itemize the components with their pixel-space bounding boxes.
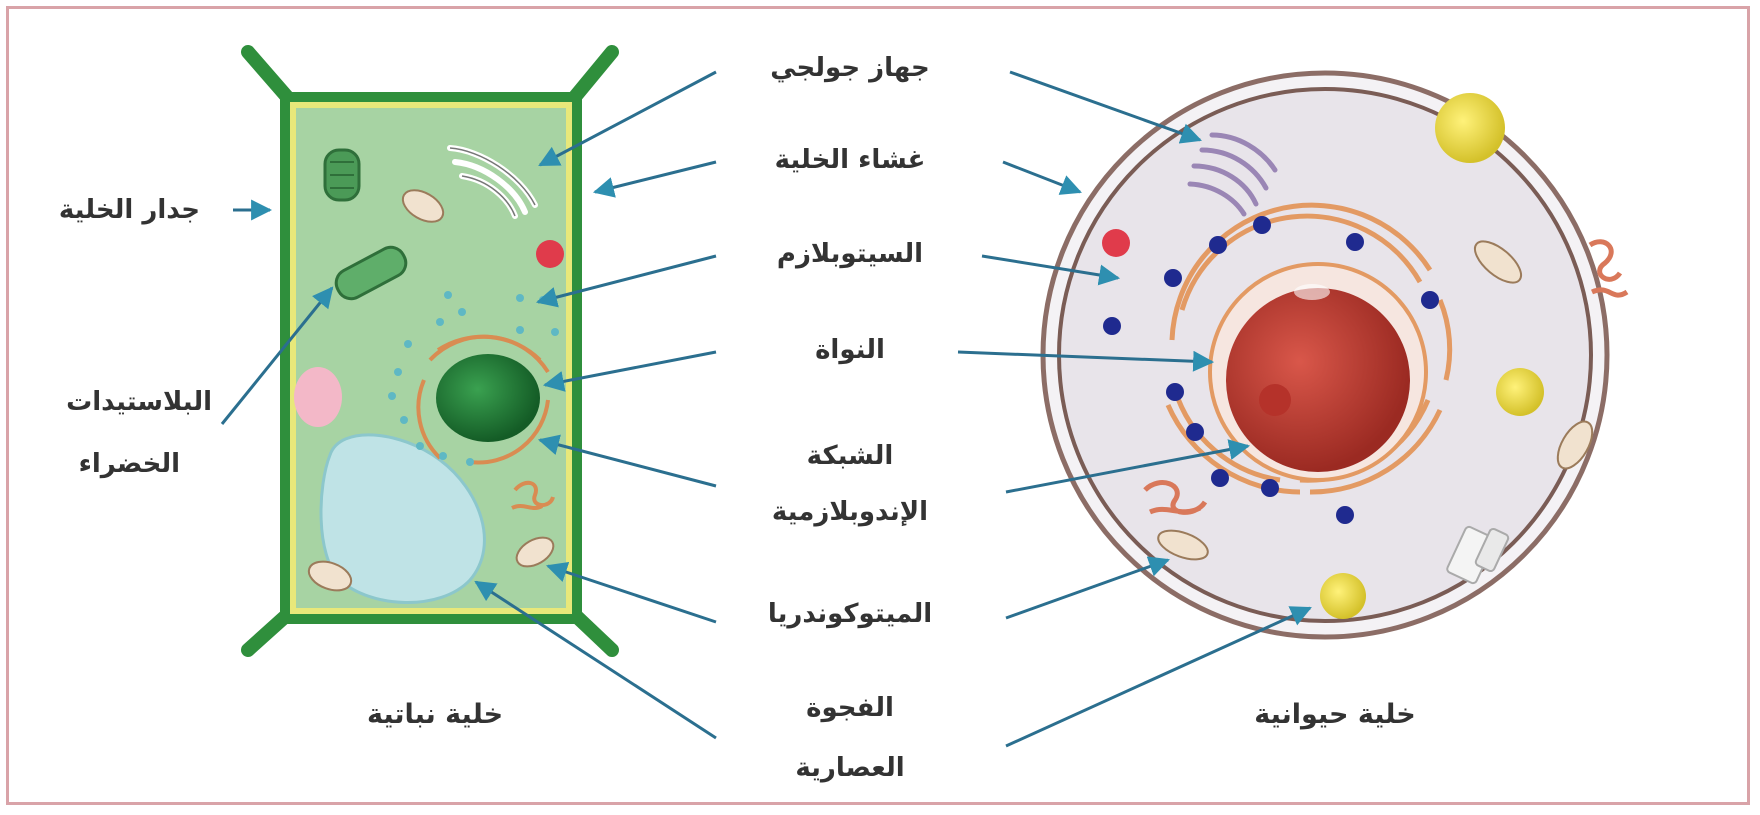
plant-nucleus: [436, 354, 540, 442]
label-chloroplast-line1: البلاستيدات: [66, 386, 212, 419]
caption-plant-cell: خلية نباتية: [367, 698, 503, 732]
label-vacuole-line2: العصارية: [795, 752, 904, 785]
animal-vesicle-yellow: [1496, 368, 1544, 416]
label-er-line1: الشبكة: [807, 440, 894, 473]
label-vacuole-line1: الفجوة: [806, 692, 894, 725]
leader-vacuole-plant: [476, 582, 716, 738]
caption-animal-cell: خلية حيوانية: [1254, 698, 1415, 732]
label-mitochondria: الميتوكوندريا: [768, 598, 932, 631]
plant-pink-vesicle: [294, 367, 342, 427]
leader-mito-animal: [1006, 560, 1168, 618]
plant-red-vesicle: [536, 240, 564, 268]
label-golgi: جهاز جولجي: [770, 52, 930, 85]
label-nucleus: النواة: [815, 334, 885, 367]
label-cell-wall: جدار الخلية: [59, 194, 200, 227]
plant-chloroplast: [325, 150, 359, 200]
label-er-line2: الإندوبلازمية: [772, 496, 928, 529]
animal-cell: [1043, 73, 1627, 637]
leader-golgi-animal: [1010, 72, 1200, 140]
plant-cell: [248, 52, 612, 650]
animal-nucleolus: [1259, 384, 1291, 416]
leader-membrane-animal: [1003, 162, 1080, 192]
animal-nucleus: [1226, 288, 1410, 472]
nucleus-highlight: [1294, 284, 1330, 300]
leader-membrane-plant: [595, 162, 716, 192]
animal-vesicle-yellow: [1435, 93, 1505, 163]
animal-vesicle-yellow: [1320, 573, 1366, 619]
label-cell-membrane: غشاء الخلية: [775, 144, 926, 177]
label-cytoplasm: السيتوبلازم: [777, 238, 923, 271]
label-chloroplast-line2: الخضراء: [79, 448, 180, 481]
animal-red-vesicle: [1102, 229, 1130, 257]
